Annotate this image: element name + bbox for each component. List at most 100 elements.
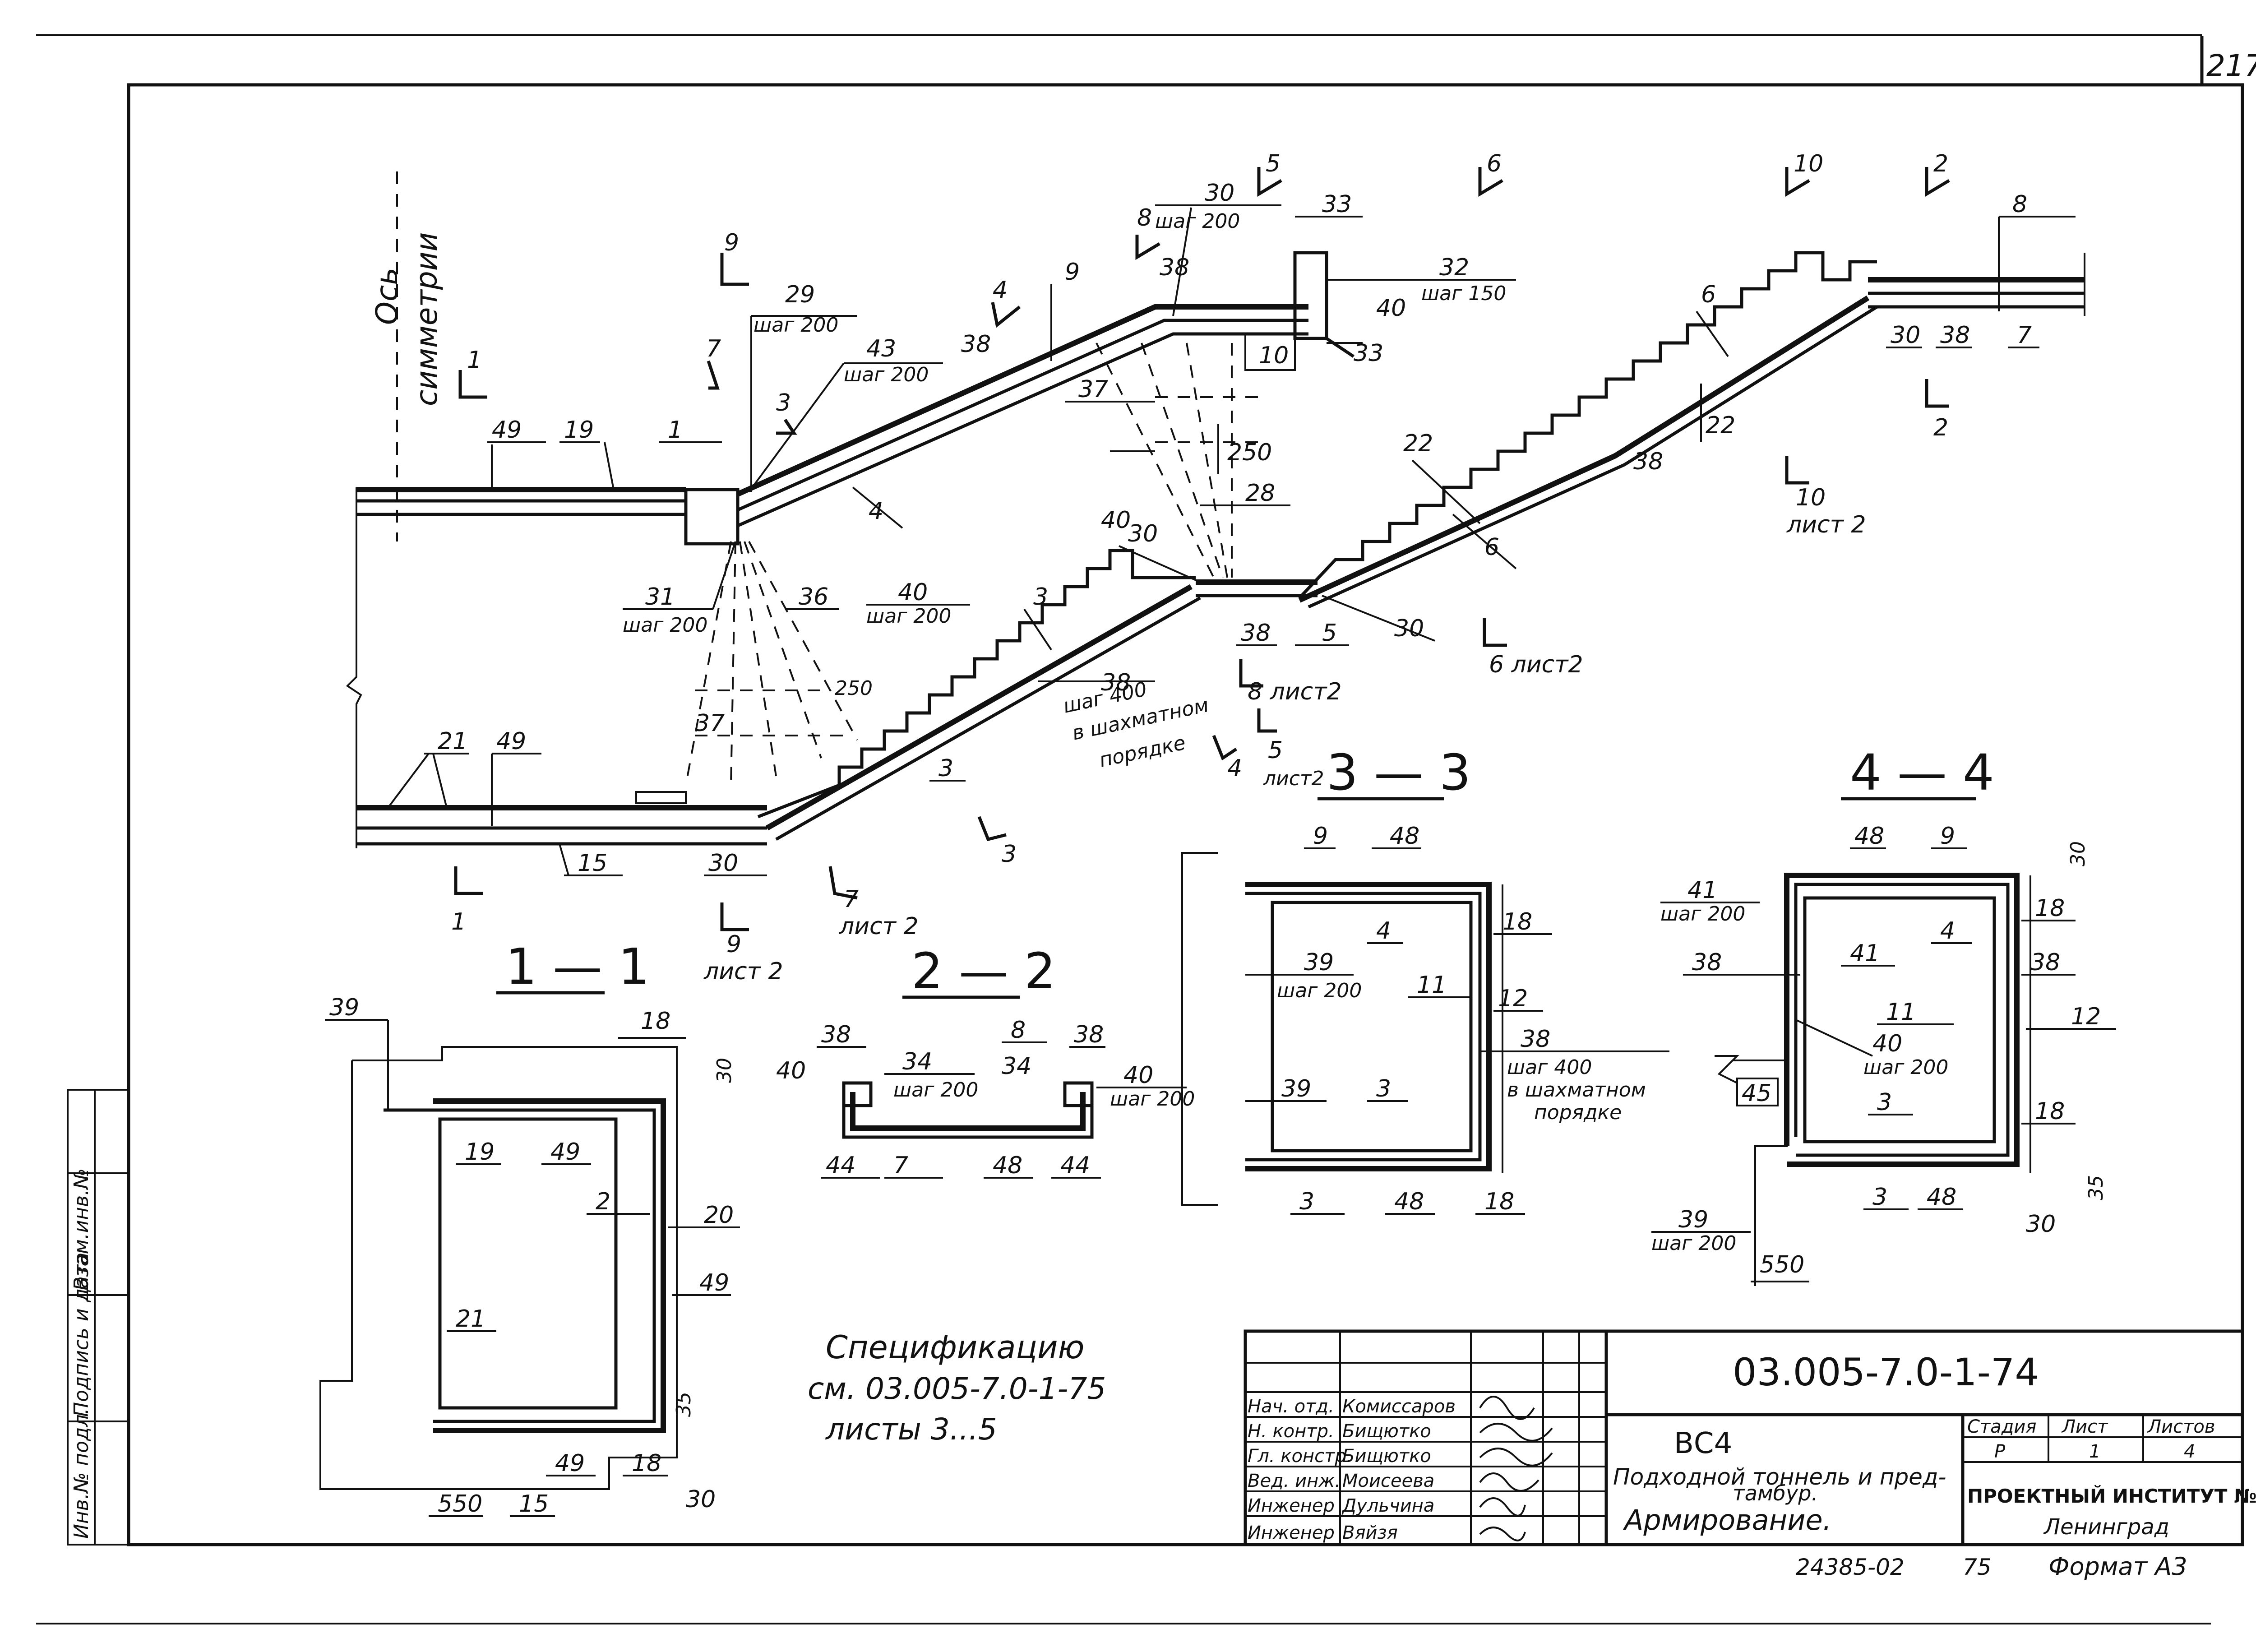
s33-callout-38-order: порядке: [1534, 1101, 1622, 1124]
marker-4-top: 4: [993, 277, 1008, 304]
marker-7-bottom-sheet: лист 2: [839, 913, 919, 940]
marker-10-bottom-sheet: лист 2: [1786, 511, 1866, 538]
s11-callout-2: 2: [596, 1188, 610, 1215]
s44-dim-35: 35: [2085, 1175, 2108, 1200]
callout-43: 43: [866, 335, 896, 362]
s33-callout-39-a: 39: [1304, 949, 1334, 976]
s11-callout-39: 39: [329, 994, 359, 1021]
dashed-bar-fan-upper: [1096, 342, 1259, 578]
s11-callout-49-a: 49: [550, 1138, 580, 1166]
s44-callout-38-a: 38: [1692, 949, 1722, 976]
tb-name-3: Бищютко: [1342, 1446, 1431, 1467]
callout-30-d: 30: [1394, 615, 1424, 642]
marker-10-top: 10: [1794, 150, 1823, 177]
side-strip-inv-no: Инв.№ подл.: [70, 1408, 93, 1539]
marker-6-bottom: 6 лист2: [1489, 651, 1583, 678]
callout-7: 7: [2017, 322, 2032, 349]
marker-2-bottom: 2: [1933, 414, 1948, 441]
tb-footer: 24385-02 75 Формат А3: [1796, 1552, 2187, 1581]
s44-callout-18-b: 18: [2035, 1098, 2065, 1125]
s22-callout-48: 48: [993, 1152, 1022, 1179]
callout-3-a: 3: [1033, 583, 1048, 611]
marker-7-bottom: 7: [844, 886, 859, 913]
callout-40-b: 40: [1101, 507, 1131, 534]
break-line-left: [346, 487, 362, 848]
tb-role-1: Нач. отд.: [1248, 1396, 1334, 1417]
callout-38-f: 38: [1241, 620, 1271, 647]
callout-33-a: 33: [1322, 191, 1352, 218]
marker-9-bottom: 9: [726, 931, 741, 958]
s11-callout-18-b: 18: [632, 1450, 661, 1477]
marker-1-top: 1: [467, 347, 482, 374]
s22-callout-44-b: 44: [1060, 1152, 1090, 1179]
callout-30-top-step: шаг 200: [1155, 210, 1240, 233]
s11-callout-18-a: 18: [641, 1008, 670, 1035]
s33-callout-38-step: шаг 400: [1507, 1056, 1592, 1079]
s33-callout-3-a: 3: [1376, 1075, 1391, 1102]
main-elevation: [346, 251, 2085, 848]
s44-dim-550: 550: [1760, 1251, 1804, 1278]
s11-dim-30-a: 30: [713, 1058, 736, 1083]
callout-31-step: шаг 200: [623, 614, 707, 637]
s33-callout-9: 9: [1313, 823, 1328, 850]
tb-organization: ПРОЕКТНЫЙ ИНСТИТУТ №1: [1967, 1485, 2256, 1507]
callout-29: 29: [785, 281, 815, 308]
s33-callout-18-a: 18: [1502, 908, 1532, 935]
s33-callout-48-a: 48: [1390, 823, 1419, 850]
callout-9: 9: [1065, 259, 1080, 286]
s22-callout-34-a: 34: [902, 1048, 932, 1075]
tb-sheets: 4: [2184, 1441, 2195, 1462]
marker-7-top: 7: [706, 335, 721, 362]
s44-callout-11: 11: [1886, 999, 1916, 1026]
drawing-frame: [127, 83, 2244, 1546]
s22-callout-38-a: 38: [821, 1021, 851, 1048]
tb-format: Формат А3: [2048, 1552, 2187, 1581]
s11-callout-19: 19: [465, 1138, 495, 1166]
s33-callout-48-b: 48: [1394, 1188, 1424, 1215]
marker-9-top: 9: [724, 229, 739, 256]
marker-9-bottom-sheet: лист 2: [703, 958, 783, 985]
s22-callout-38-b: 38: [1074, 1021, 1104, 1048]
callout-29-step: шаг 200: [754, 314, 838, 337]
s11-callout-49-b: 49: [699, 1269, 729, 1296]
section-2-2: 2 — 2 38 8 38 40 34 шаг 200 34 40 шаг 20…: [776, 942, 1195, 1179]
s22-callout-34-a-step: шаг 200: [893, 1078, 978, 1101]
s22-callout-8: 8: [1011, 1017, 1026, 1044]
tb-sheet-header: Лист: [2061, 1416, 2108, 1437]
s33-callout-11: 11: [1417, 972, 1447, 999]
callout-10: 10: [1259, 342, 1289, 369]
specification-note: Спецификацию см. 03.005-7.0-1-75 листы 3…: [808, 1329, 1106, 1447]
callout-21-a: 21: [438, 728, 467, 755]
callout-38-c: 38: [1633, 448, 1663, 475]
note-line-3: листы 3...5: [825, 1412, 997, 1447]
callout-38-e: 38: [1101, 669, 1131, 696]
tb-drawing-code: 03.005-7.0-1-74: [1733, 1350, 2039, 1394]
page-number: 217: [2206, 48, 2256, 83]
drain-recess: [635, 791, 687, 804]
callout-32-step: шаг 150: [1421, 282, 1506, 305]
callout-40-c: 40: [898, 579, 928, 606]
s44-callout-9: 9: [1940, 823, 1955, 850]
s22-callout-40-b: 40: [1123, 1062, 1153, 1089]
tb-name-line-3: Армирование.: [1623, 1504, 1831, 1536]
note-line-1: Спецификацию: [826, 1329, 1084, 1366]
s22-callout-7: 7: [893, 1152, 908, 1179]
callout-8: 8: [2012, 191, 2027, 218]
s11-dim-30-b: 30: [686, 1486, 716, 1513]
tb-role-2: Н. контр.: [1248, 1421, 1334, 1442]
marker-8-top: 8: [1137, 204, 1152, 231]
callout-38-e-order: порядке: [1097, 731, 1188, 772]
callout-28: 28: [1245, 480, 1275, 507]
s22-callout-34-b: 34: [1002, 1053, 1031, 1080]
s44-callout-12: 12: [2071, 1003, 2101, 1030]
s11-dim-35: 35: [672, 1392, 695, 1417]
callout-30-b: 30: [1128, 520, 1158, 547]
callout-38-a: 38: [1160, 254, 1189, 281]
s11-dim-550: 550: [438, 1490, 482, 1518]
s33-callout-38-pattern: в шахматном: [1507, 1078, 1646, 1101]
callout-6-b: 6: [1701, 281, 1716, 308]
s33-callout-18-b: 18: [1484, 1188, 1514, 1215]
callout-37-a: 37: [1078, 376, 1108, 403]
tb-name-2: Бищютко: [1342, 1421, 1431, 1442]
tb-name-4: Моисеева: [1342, 1471, 1434, 1491]
